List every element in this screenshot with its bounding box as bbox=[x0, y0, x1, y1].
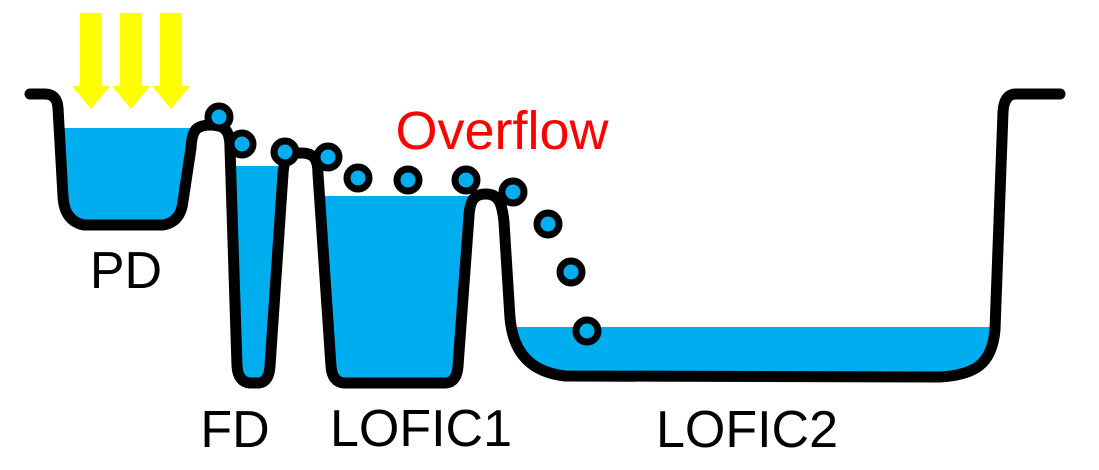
water-fills bbox=[56, 128, 993, 383]
charge-circle-icon bbox=[227, 129, 257, 159]
charge-circle-icon bbox=[498, 177, 528, 207]
lofic1-water bbox=[316, 196, 470, 383]
overflow-label: Overflow bbox=[395, 101, 609, 161]
lofic2-label: LOFIC2 bbox=[656, 401, 838, 459]
fd-label: FD bbox=[200, 401, 269, 459]
charge-circle-icon bbox=[556, 257, 586, 287]
charge-circle-icon bbox=[270, 137, 300, 167]
charge-circle-icon bbox=[313, 142, 343, 172]
charge-circle-icon bbox=[451, 165, 481, 195]
charge-packets bbox=[204, 102, 602, 346]
charge-circle-icon bbox=[204, 102, 234, 132]
charge-circle-icon bbox=[533, 209, 563, 239]
light-arrow-down-icon bbox=[72, 13, 110, 109]
light-arrow-down-icon bbox=[112, 13, 150, 109]
potential-profile-outline bbox=[24, 88, 1066, 389]
charge-circle-icon bbox=[343, 163, 373, 193]
pd-label: PD bbox=[90, 242, 162, 300]
light-arrows bbox=[72, 13, 190, 109]
charge-circle-icon bbox=[572, 316, 602, 346]
charge-circle-icon bbox=[393, 165, 423, 195]
lofic1-label: LOFIC1 bbox=[330, 400, 512, 458]
light-arrow-down-icon bbox=[152, 13, 190, 109]
pd-water bbox=[56, 128, 190, 224]
lofic2-water bbox=[513, 327, 993, 377]
